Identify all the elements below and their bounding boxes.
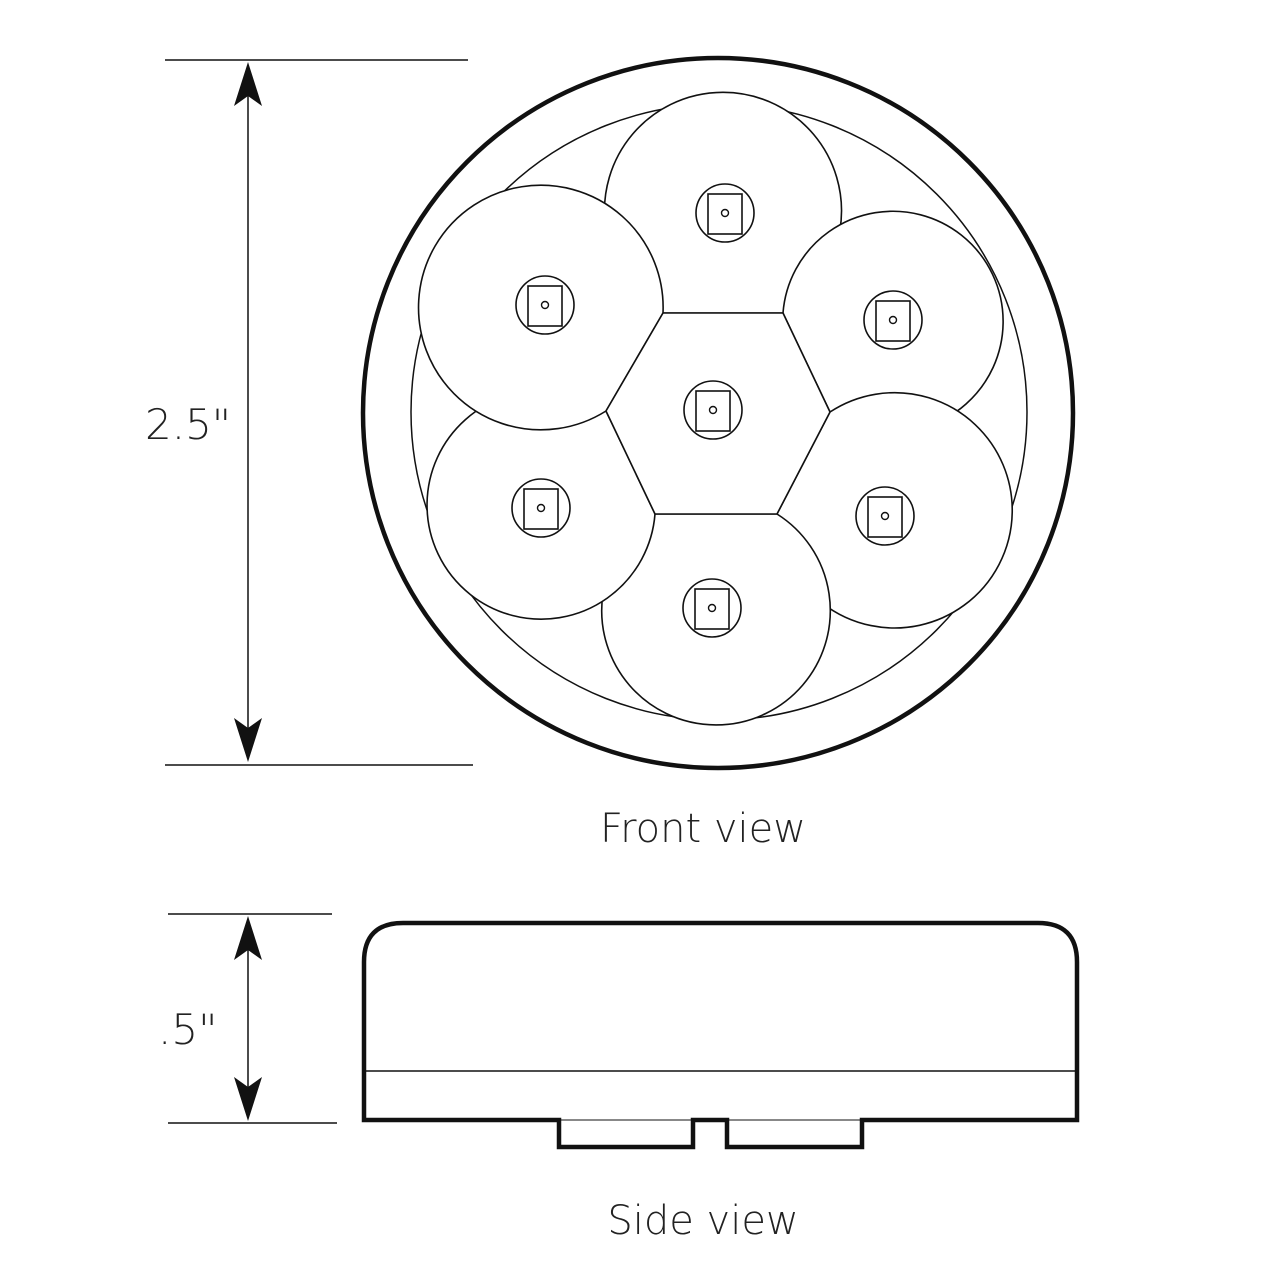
side-body-outline — [361, 920, 1080, 1150]
depth-dimension-line — [168, 913, 337, 1124]
lens-hexagon-center — [605, 312, 831, 515]
side-view — [361, 920, 1080, 1150]
lens-lobe-upper-left — [417, 184, 664, 431]
front-view-caption: Front view — [600, 806, 806, 852]
led-icon — [855, 486, 915, 546]
outer-rim — [360, 55, 1076, 771]
depth-dimension-label: .5" — [158, 1005, 218, 1054]
led-icon — [515, 275, 575, 335]
led-icon — [683, 380, 743, 440]
side-view-caption: Side view — [607, 1198, 799, 1244]
led-icon — [511, 478, 571, 538]
led-icon — [695, 183, 755, 243]
led-icon — [863, 290, 923, 350]
height-dimension-line — [165, 59, 473, 766]
led-icon — [682, 578, 742, 638]
front-view — [360, 55, 1076, 771]
height-dimension-label: 2.5" — [145, 400, 232, 449]
